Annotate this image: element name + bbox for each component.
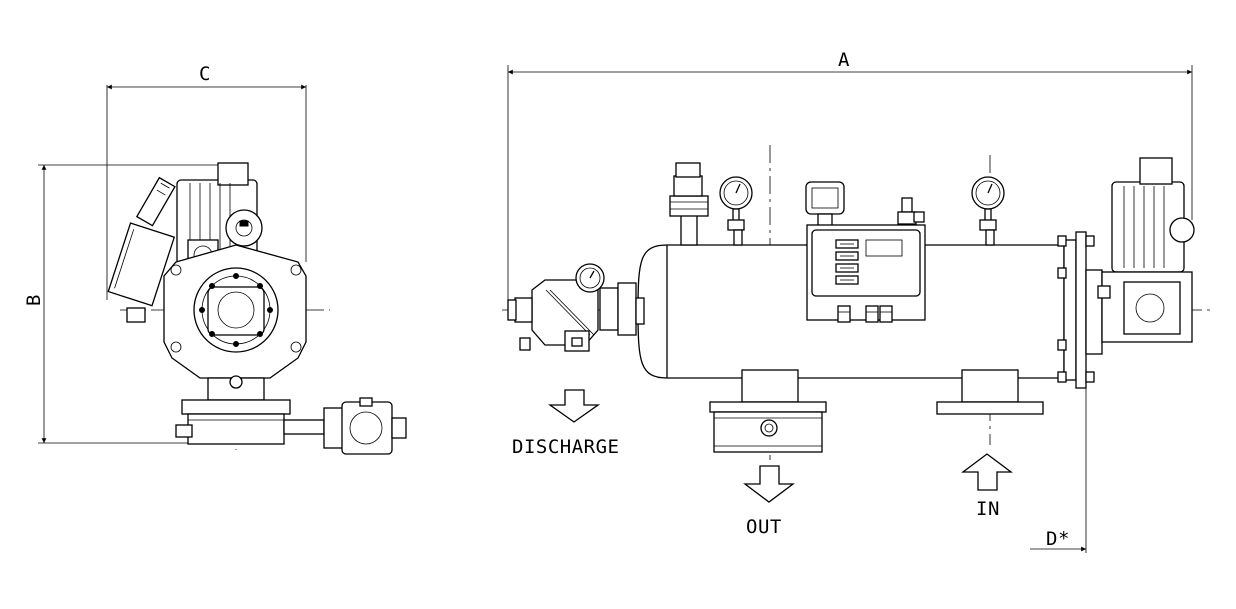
controller-panel: [806, 224, 926, 323]
left-flush-valve: [507, 263, 645, 352]
side-view: [107, 162, 407, 455]
front-view: [502, 145, 1210, 460]
out-arrow: [743, 465, 795, 503]
dimension-d: D*: [1030, 380, 1087, 553]
dimension-a-label: A: [838, 49, 850, 71]
side-view-motor: [176, 162, 263, 271]
in-label: IN: [976, 498, 1000, 520]
side-view-junction-box: [107, 222, 176, 307]
differential-pressure-transmitter: [805, 181, 845, 227]
right-motor: [1097, 157, 1195, 343]
top-nozzle: [669, 162, 709, 246]
right-end-flange: [1057, 231, 1103, 389]
dimension-a: A: [507, 49, 1193, 310]
discharge-label: DISCHARGE: [512, 436, 619, 458]
discharge-arrow: [547, 389, 601, 423]
out-label: OUT: [746, 516, 782, 538]
dimension-b-label: B: [23, 294, 45, 306]
side-view-cable-gland: [135, 176, 176, 227]
dimension-c: C: [106, 63, 307, 300]
dimension-c-label: C: [199, 63, 211, 85]
dimension-b: B: [23, 164, 245, 444]
pressure-gauge-left: [719, 176, 753, 246]
dimension-d-label: D*: [1046, 528, 1070, 550]
in-arrow: [961, 453, 1013, 491]
pressure-gauge-right: [971, 176, 1005, 246]
inlet-nozzle: [936, 369, 1044, 415]
outlet-nozzle: [709, 369, 827, 453]
